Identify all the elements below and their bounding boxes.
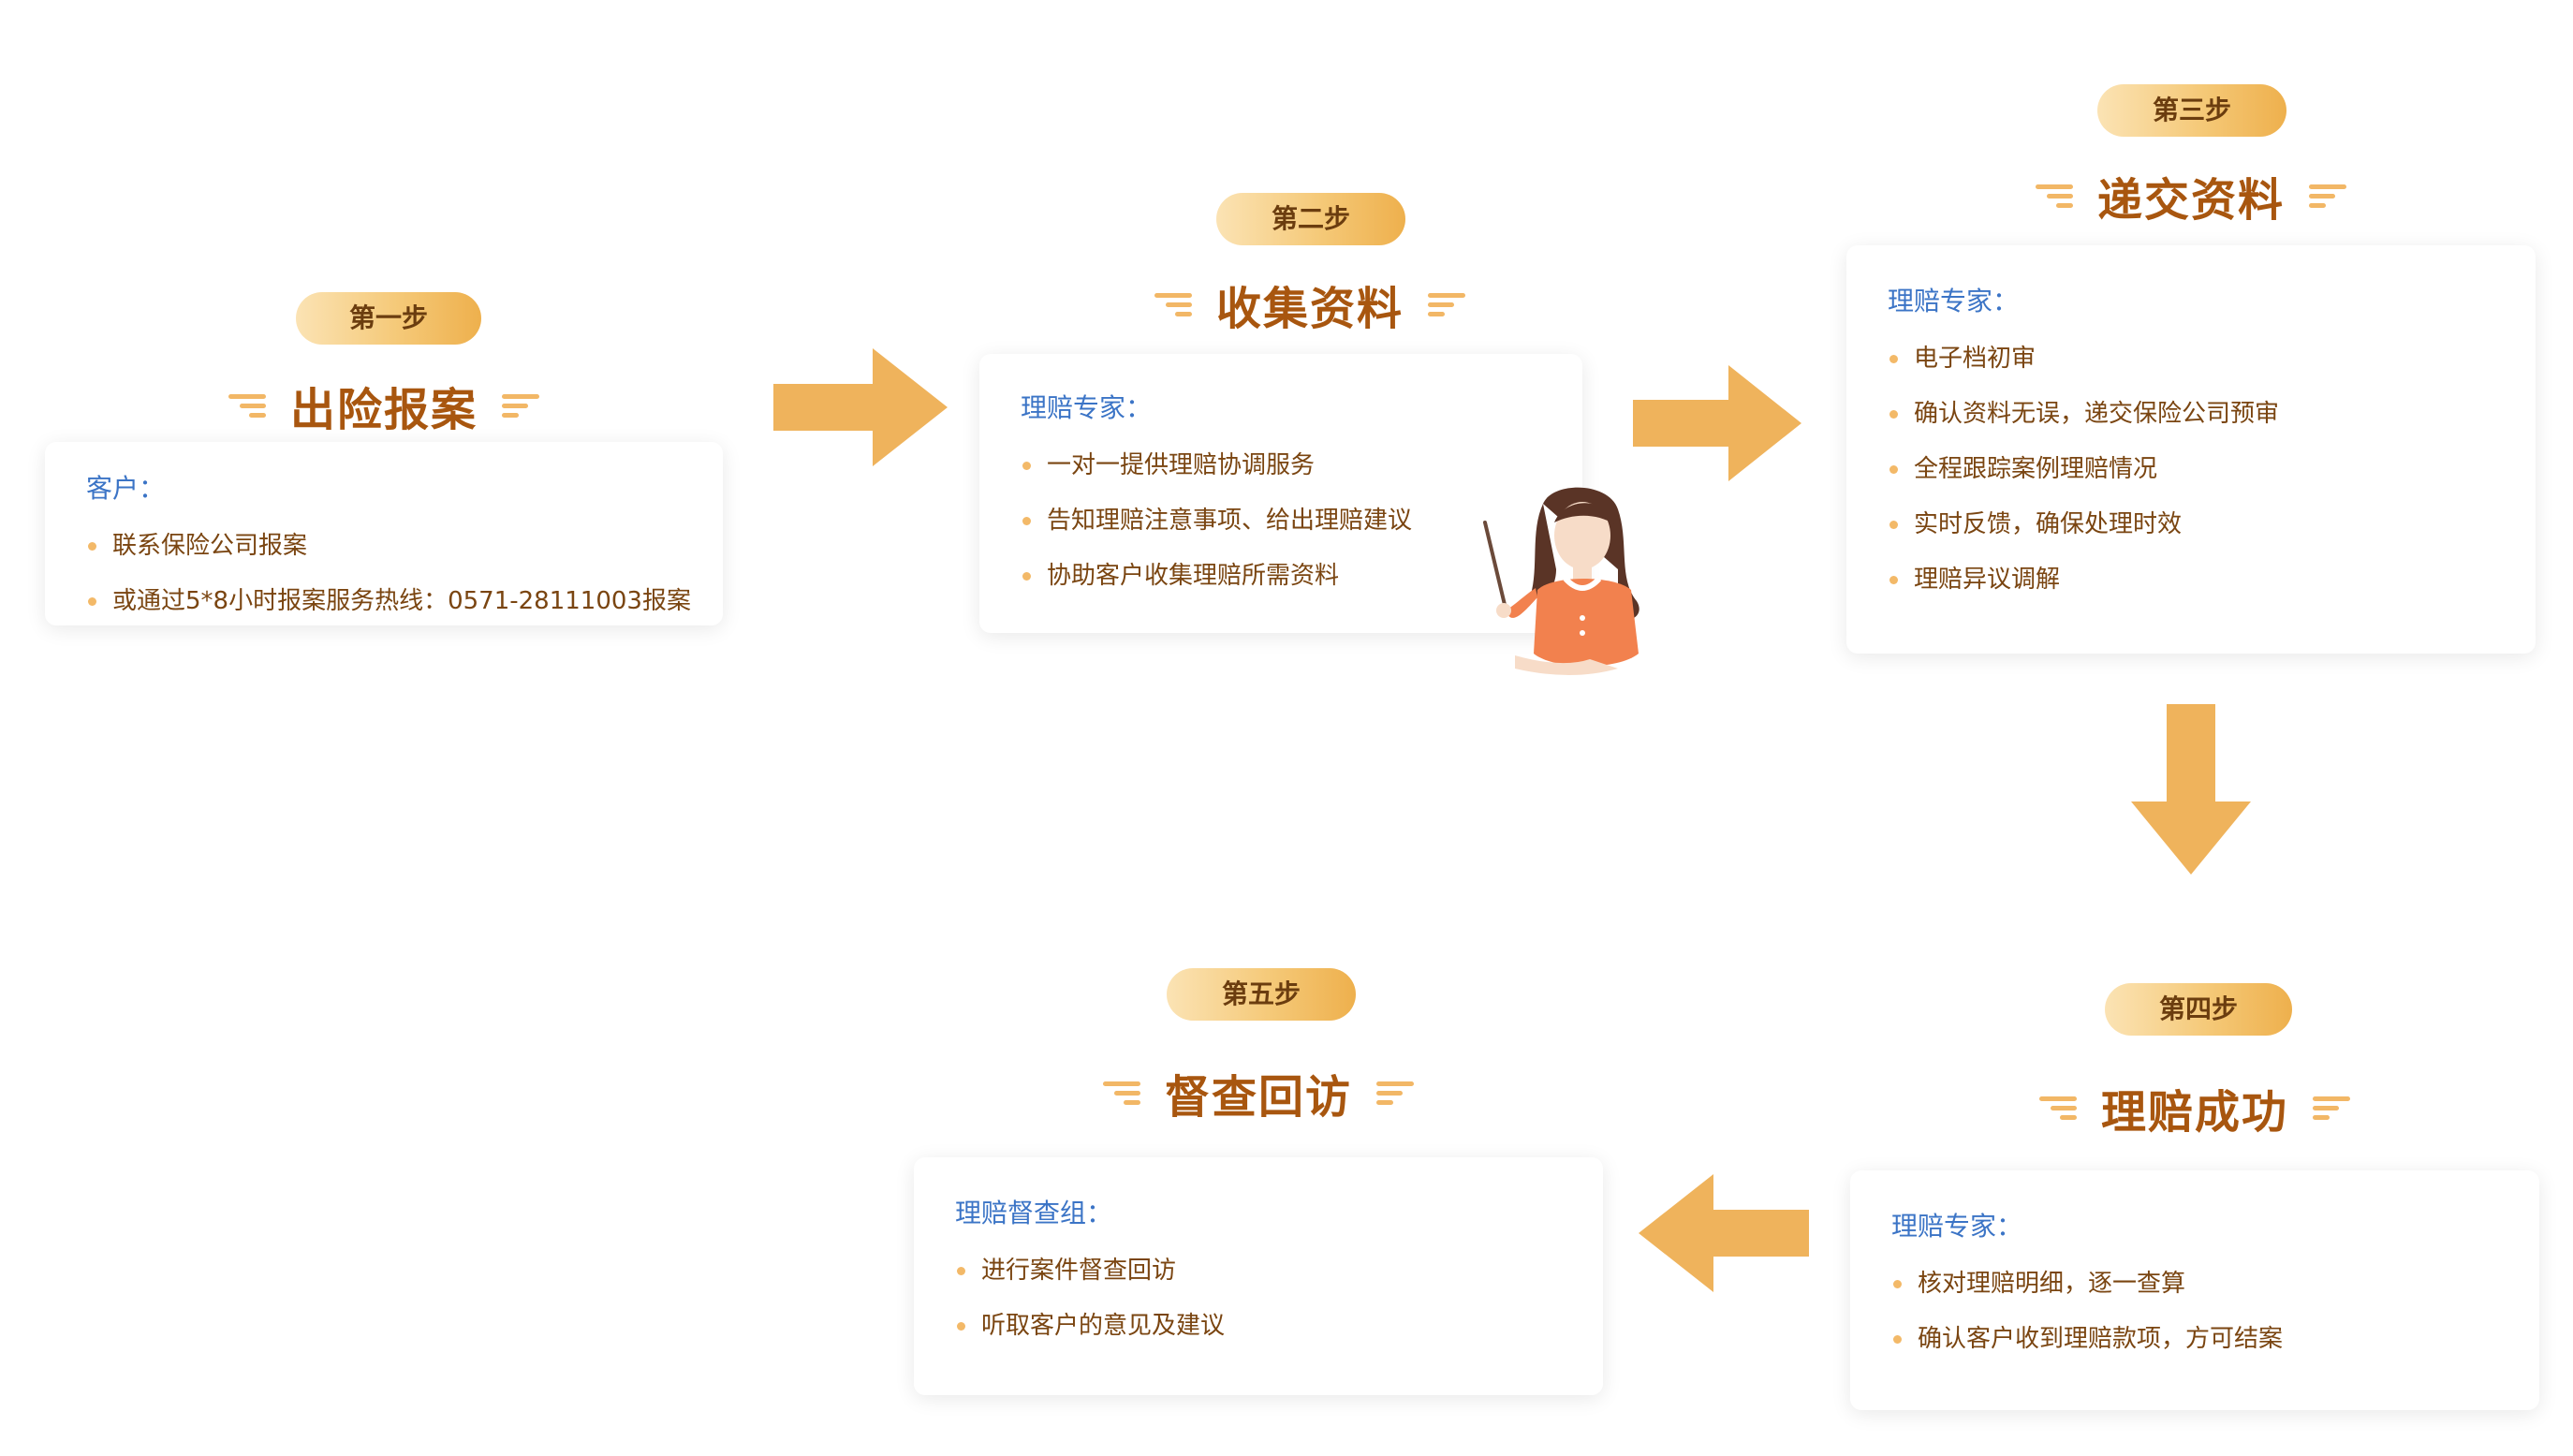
step-4-badge: 第四步 [2105, 983, 2292, 1036]
list-item: 核对理赔明细，逐一查算 [1891, 1268, 2498, 1300]
list-item: 联系保险公司报案 [86, 530, 682, 562]
step-2-title-row: 收集资料 [979, 272, 1640, 337]
left-arrow-icon [1639, 1174, 1809, 1292]
decor-lines-icon [2035, 184, 2073, 208]
list-item: 全程跟踪案例理赔情况 [1888, 453, 2494, 485]
step-1-title: 出险报案 [289, 384, 478, 436]
step-4-list: 核对理赔明细，逐一查算 确认客户收到理赔款项，方可结案 [1891, 1268, 2498, 1355]
decor-lines-icon [2313, 1096, 2350, 1120]
step-2-badge: 第二步 [1216, 193, 1405, 245]
step-1-card: 客户： 联系保险公司报案 或通过5*8小时报案服务热线：0571-2811100… [45, 442, 723, 625]
list-item: 听取客户的意见及建议 [955, 1310, 1562, 1342]
step-1-list: 联系保险公司报案 或通过5*8小时报案服务热线：0571-28111003报案 [86, 530, 691, 617]
step-5-title-row: 督查回访 [914, 1060, 1603, 1125]
step-3-title-row: 递交资料 [1846, 163, 2536, 228]
step-2-list: 一对一提供理赔协调服务 告知理赔注意事项、给出理赔建议 协助客户收集理赔所需资料 [1021, 449, 1541, 592]
list-item: 或通过5*8小时报案服务热线：0571-28111003报案 [86, 585, 691, 617]
step-1-badge: 第一步 [296, 292, 481, 345]
decor-lines-icon [1154, 292, 1192, 316]
list-item: 进行案件督查回访 [955, 1255, 1562, 1287]
step-5-role: 理赔督查组： [955, 1198, 1113, 1228]
list-item: 告知理赔注意事项、给出理赔建议 [1021, 505, 1541, 537]
list-item: 实时反馈，确保处理时效 [1888, 508, 2494, 540]
presenter-illustration [1483, 487, 1639, 675]
step-3-title: 递交资料 [2096, 174, 2285, 227]
list-item: 一对一提供理赔协调服务 [1021, 449, 1541, 481]
step-3-badge: 第三步 [2097, 84, 2286, 137]
step-2-title: 收集资料 [1215, 283, 1404, 335]
decor-lines-icon [1376, 1081, 1414, 1105]
decor-lines-icon [502, 393, 539, 418]
list-item: 确认资料无误，递交保险公司预审 [1888, 398, 2494, 430]
decor-lines-icon [2038, 1096, 2077, 1120]
decor-lines-icon [2309, 184, 2346, 208]
right-arrow-icon [1633, 365, 1801, 481]
step-1-role: 客户： [86, 473, 166, 504]
decor-lines-icon [1102, 1081, 1140, 1105]
step-4-card: 理赔专家： 核对理赔明细，逐一查算 确认客户收到理赔款项，方可结案 [1850, 1170, 2539, 1410]
down-arrow-icon [2131, 704, 2251, 875]
list-item: 协助客户收集理赔所需资料 [1021, 560, 1541, 592]
step-5-list: 进行案件督查回访 听取客户的意见及建议 [955, 1255, 1562, 1342]
step-5-title: 督查回访 [1164, 1071, 1352, 1124]
right-arrow-icon [773, 348, 948, 466]
list-item: 电子档初审 [1888, 343, 2494, 375]
step-5-badge: 第五步 [1167, 968, 1356, 1021]
step-1-title-row: 出险报案 [45, 373, 723, 438]
step-2-card: 理赔专家： 一对一提供理赔协调服务 告知理赔注意事项、给出理赔建议 协助客户收集… [979, 354, 1582, 633]
step-4-title-row: 理赔成功 [1850, 1075, 2539, 1140]
step-2-role: 理赔专家： [1021, 392, 1153, 423]
list-item: 理赔异议调解 [1888, 564, 2494, 596]
step-4-title: 理赔成功 [2100, 1086, 2288, 1139]
step-3-role: 理赔专家： [1888, 286, 2020, 316]
decor-lines-icon [228, 393, 266, 418]
step-3-card: 理赔专家： 电子档初审 确认资料无误，递交保险公司预审 全程跟踪案例理赔情况 实… [1846, 245, 2536, 654]
step-4-role: 理赔专家： [1891, 1211, 2023, 1242]
step-5-card: 理赔督查组： 进行案件督查回访 听取客户的意见及建议 [914, 1157, 1603, 1395]
decor-lines-icon [1428, 292, 1465, 316]
list-item: 确认客户收到理赔款项，方可结案 [1891, 1323, 2498, 1355]
step-3-list: 电子档初审 确认资料无误，递交保险公司预审 全程跟踪案例理赔情况 实时反馈，确保… [1888, 343, 2494, 596]
